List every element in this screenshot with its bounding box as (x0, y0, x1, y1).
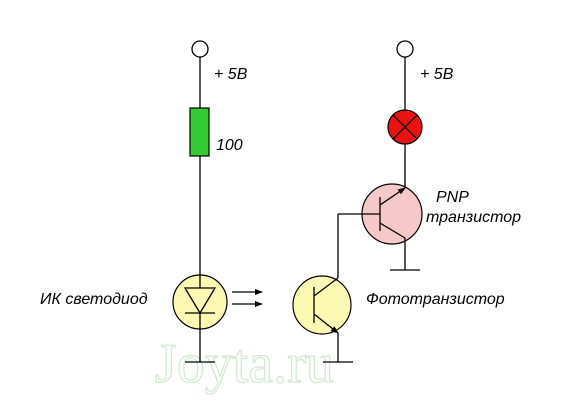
ir-led-icon (172, 274, 228, 330)
resistor-value-label: 100 (216, 137, 243, 154)
watermark: Joyta.ru (155, 333, 334, 395)
terminal-circle-icon (396, 40, 414, 58)
supply-label-right: + 5В (420, 66, 454, 83)
pnp-label-line2: транзистор (426, 209, 521, 226)
pnp-transistor-icon (338, 183, 423, 245)
ir-arrows-icon (232, 289, 263, 307)
left-branch (172, 40, 263, 363)
right-branch (292, 40, 423, 363)
lamp-icon (387, 109, 423, 145)
resistor-icon (189, 107, 210, 157)
pnp-label-line1: PNP (436, 189, 469, 206)
led-label: ИК светодиод (40, 291, 148, 308)
supply-label-left: + 5В (214, 66, 248, 83)
phototransistor-icon (292, 275, 352, 335)
terminal-circle-icon (191, 40, 209, 58)
phototransistor-label: Фототранзистор (366, 291, 505, 308)
